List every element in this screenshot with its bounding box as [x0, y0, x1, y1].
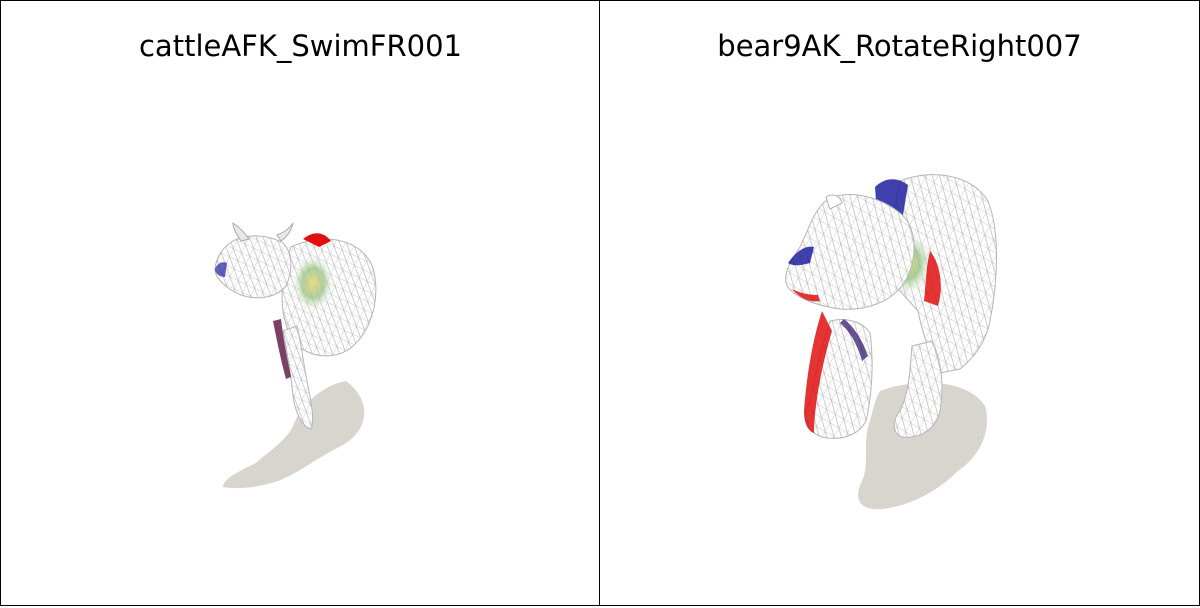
- bear-shadow: [858, 382, 987, 510]
- viewport-right: bear9AK_RotateRight007: [599, 0, 1200, 606]
- cattle-horn-right: [276, 222, 294, 242]
- bear-ear: [825, 194, 843, 210]
- cattle-horn-left: [232, 222, 250, 242]
- viewport-title-left: cattleAFK_SwimFR001: [138, 29, 462, 63]
- viewport-left: cattleAFK_SwimFR001: [0, 0, 601, 606]
- cattle-shadow: [223, 381, 365, 489]
- bear-mesh-render: [785, 174, 997, 510]
- viewport-title-right: bear9AK_RotateRight007: [717, 29, 1082, 63]
- cattle-mesh-render: [214, 222, 377, 489]
